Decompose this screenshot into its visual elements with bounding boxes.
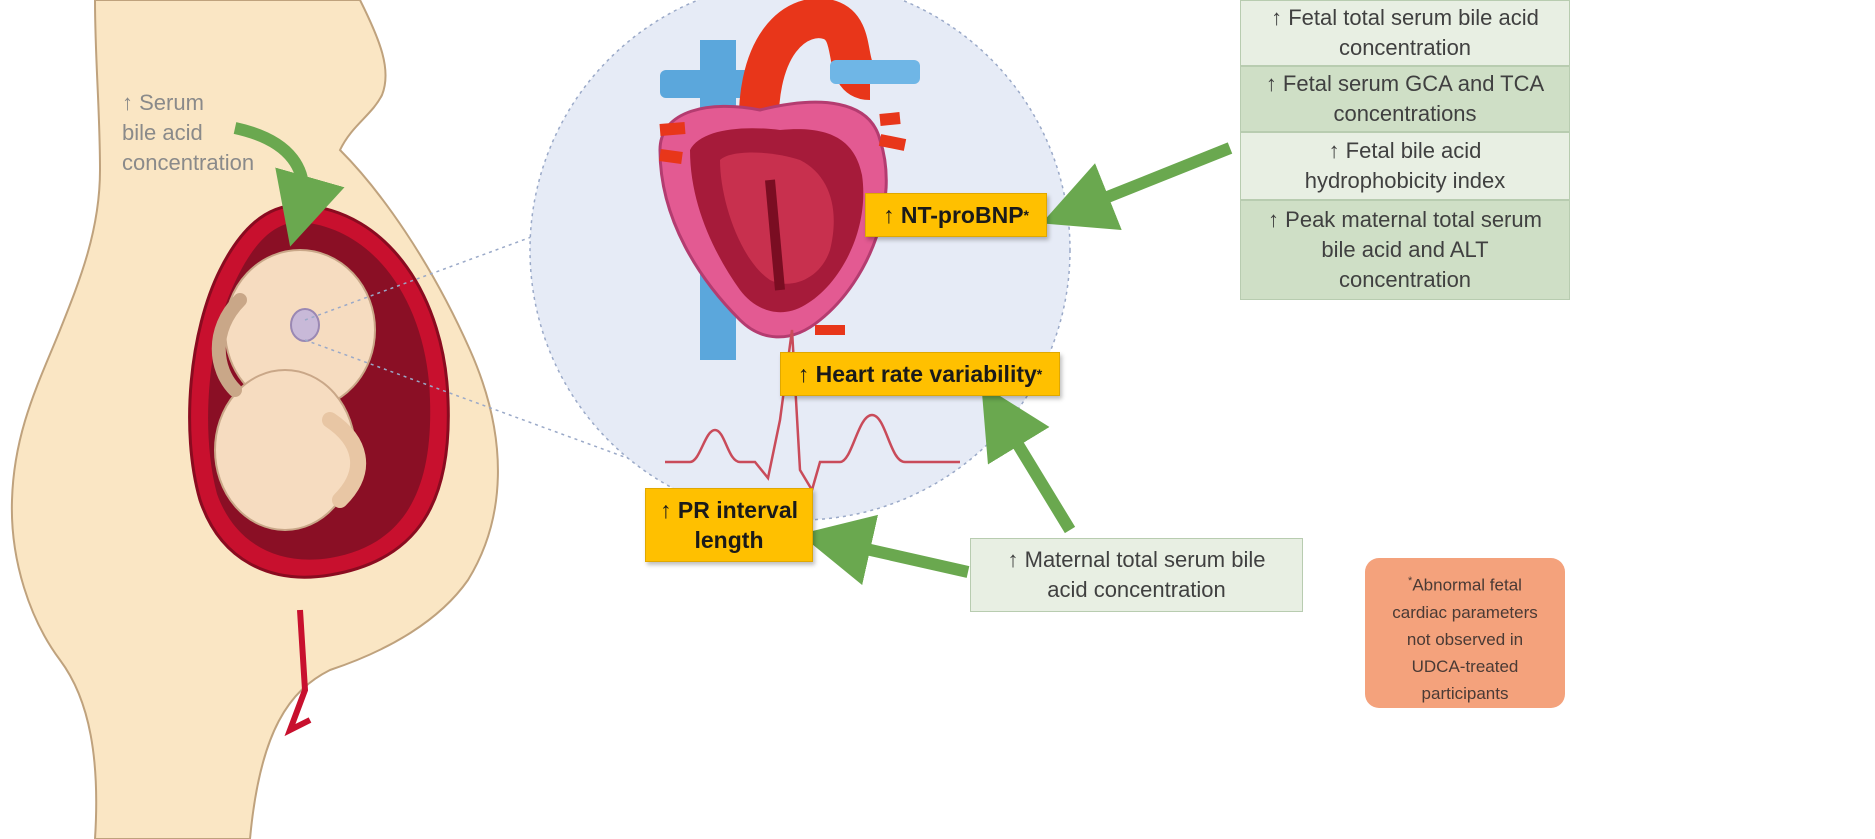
hrv-marker: ↑ Heart rate variability* [780, 352, 1060, 396]
fetal-box-hydrophobicity: ↑ Fetal bile acid hydrophobicity index [1240, 132, 1570, 200]
serum-label-line3: concentration [122, 148, 254, 178]
fetal-box-gca-tca: ↑ Fetal serum GCA and TCA concentrations [1240, 66, 1570, 132]
serum-label-line1: ↑ Serum [122, 88, 254, 118]
fetal-box-total-bile-acid: ↑ Fetal total serum bile acid concentrat… [1240, 0, 1570, 66]
serum-bile-acid-label: ↑ Serum bile acid concentration [122, 88, 254, 178]
serum-label-line2: bile acid [122, 118, 254, 148]
maternal-bile-acid-box: ↑ Maternal total serum bile acid concent… [970, 538, 1303, 612]
fetal-box-peak-maternal: ↑ Peak maternal total serum bile acid an… [1240, 200, 1570, 300]
fetus [215, 250, 375, 530]
ntprobnp-marker: ↑ NT-proBNP* [865, 193, 1047, 237]
pr-interval-marker: ↑ PR interval length [645, 488, 813, 562]
footnote-udca: *Abnormal fetal cardiac parameters not o… [1365, 558, 1565, 708]
arrow-maternal-to-hrv [1000, 415, 1070, 530]
arrow-maternal-to-pr [835, 542, 968, 572]
arrow-fetal-to-ntprobnp [1075, 148, 1230, 210]
